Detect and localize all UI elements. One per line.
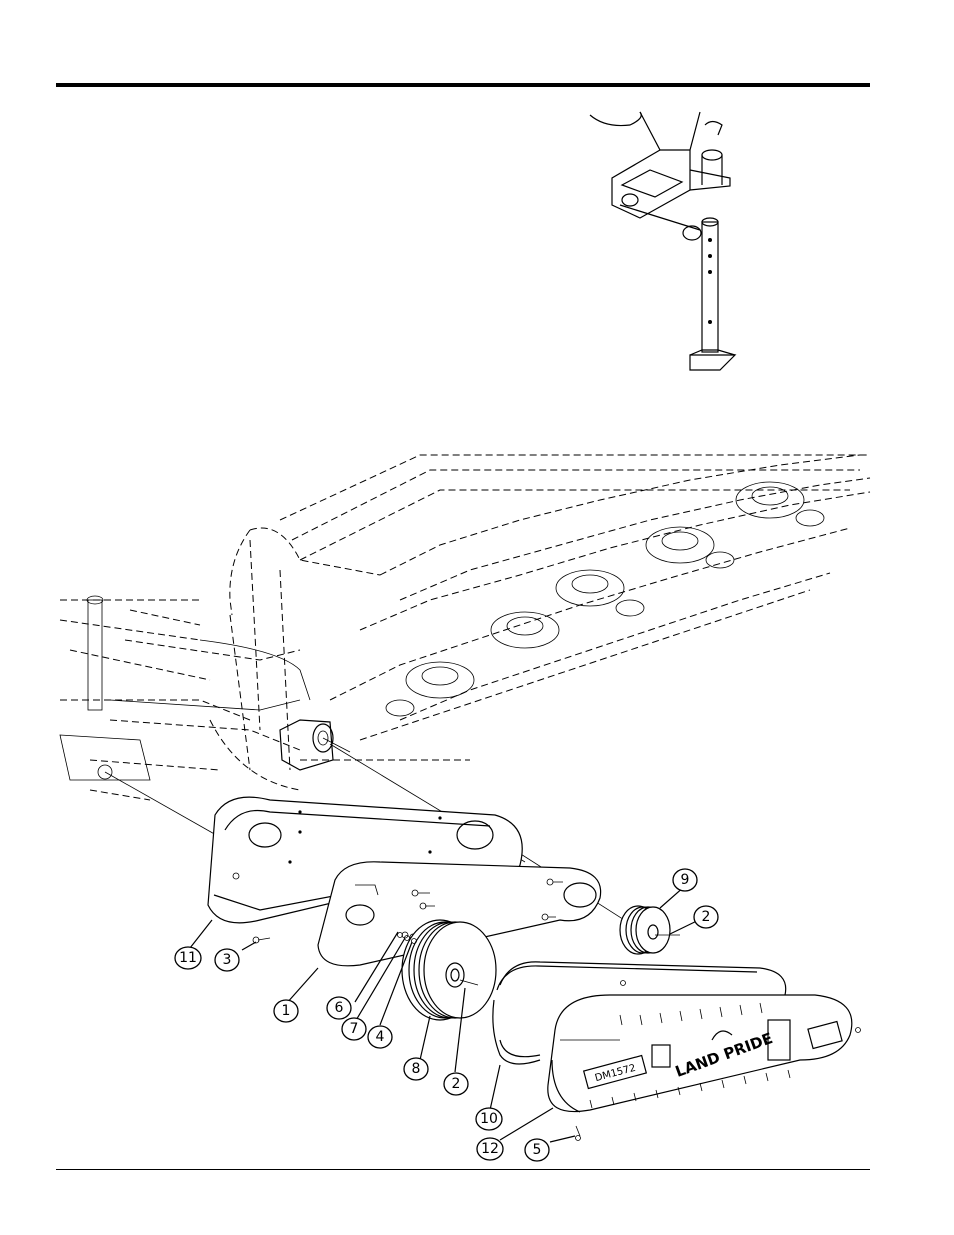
svg-text:11: 11 [179, 950, 197, 966]
svg-text:7: 7 [350, 1021, 359, 1037]
callout-11: 11 [175, 947, 201, 969]
svg-text:10: 10 [480, 1111, 498, 1127]
callout-12: 12 [477, 1138, 503, 1160]
svg-text:2: 2 [702, 909, 711, 925]
svg-text:4: 4 [376, 1029, 385, 1045]
callout-7: 7 [342, 1018, 366, 1040]
outer-belt-shield: DM1572 LAND PRIDE [548, 981, 861, 1113]
callout-9: 9 [673, 869, 697, 891]
callout-8: 8 [404, 1058, 428, 1080]
svg-text:6: 6 [335, 1000, 344, 1016]
svg-text:1: 1 [282, 1003, 291, 1019]
svg-text:2: 2 [452, 1076, 461, 1092]
callout-6: 6 [327, 997, 351, 1019]
callout-5: 5 [525, 1139, 549, 1161]
parking-stand-detail [590, 112, 735, 370]
cutter-discs [386, 482, 824, 716]
large-pulley [402, 920, 496, 1020]
callout-2-large-pulley: 2 [444, 1073, 468, 1095]
svg-text:8: 8 [412, 1061, 421, 1077]
small-pulley [620, 906, 680, 954]
gearbox-hitch [60, 596, 350, 780]
svg-text:5: 5 [533, 1142, 542, 1158]
callout-2-small-pulley: 2 [694, 906, 718, 928]
mower-frame-phantom [60, 455, 870, 800]
svg-text:9: 9 [681, 872, 690, 888]
callout-4: 4 [368, 1026, 392, 1048]
callout-10: 10 [476, 1108, 502, 1130]
svg-text:12: 12 [481, 1141, 499, 1157]
callout-1: 1 [274, 1000, 298, 1022]
svg-text:3: 3 [223, 952, 232, 968]
callout-3: 3 [215, 949, 239, 971]
